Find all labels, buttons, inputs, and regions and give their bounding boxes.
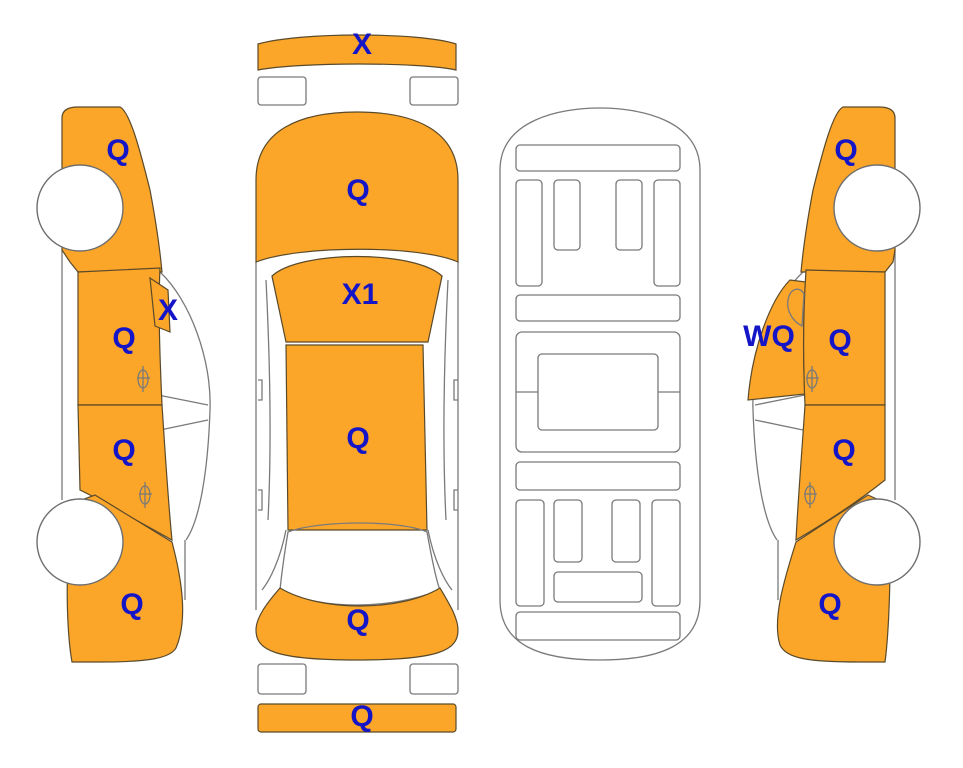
right-front-wheel [833, 164, 921, 252]
top-headlight-left [257, 76, 307, 106]
underside-front-rail-left [515, 179, 543, 287]
left-front-wheel [36, 164, 124, 252]
underside-view [499, 107, 701, 661]
left-pillar-panel[interactable] [149, 276, 171, 333]
underside-rear-bar [515, 611, 681, 641]
top-windshield-label: X1 [342, 278, 379, 311]
left-rear-door-handle-ring [139, 485, 151, 505]
underside-front-box-left [553, 179, 581, 251]
right-rear-door-panel[interactable] [795, 404, 886, 542]
right-rear-door-handle-ring [804, 485, 816, 505]
top-rear-bumper-label: Q [350, 700, 373, 733]
underside-mid-frame [515, 331, 681, 453]
right-front-door-label: Q [828, 324, 851, 357]
top-trunk-label: Q [346, 604, 369, 637]
right-front-door-handle-ring [806, 369, 818, 389]
top-taillight-left [257, 663, 307, 695]
top-view: X Q X1 Q Q Q [255, 28, 459, 733]
left-front-door-handle-ring [137, 369, 149, 389]
left-front-fender-label: Q [106, 134, 129, 167]
left-side-view: Q X Q Q Q [36, 106, 211, 663]
underside-front-bar [515, 144, 681, 172]
underside-rear-box-right [611, 499, 641, 563]
left-front-door-label: Q [112, 322, 135, 355]
right-pillar-label: WQ [743, 320, 795, 353]
underside-front-box-right [615, 179, 643, 251]
left-rear-door-label: Q [112, 434, 135, 467]
left-rear-door-panel[interactable] [77, 404, 173, 542]
underside-body-outline [499, 107, 701, 661]
top-headlight-right [409, 76, 459, 106]
right-rear-quarter-label: Q [818, 588, 841, 621]
underside-rear-box-left [553, 499, 583, 563]
underside-center-box [537, 353, 659, 431]
left-rear-quarter-label: Q [120, 588, 143, 621]
underside-cross-bar-1 [515, 294, 681, 322]
underside-rear-rail-right [651, 499, 681, 607]
right-rear-wheel [833, 498, 921, 586]
underside-rear-tank [553, 571, 643, 603]
top-roof-panel[interactable] [285, 344, 428, 531]
underside-rear-rail-left [515, 499, 545, 607]
top-front-bumper-panel[interactable] [257, 34, 457, 71]
top-rear-bumper-panel[interactable] [257, 703, 457, 733]
underside-cross-bar-2 [515, 461, 681, 491]
top-rear-window [279, 522, 441, 606]
right-rear-door-label: Q [832, 434, 855, 467]
right-mirror [787, 288, 805, 328]
top-taillight-right [409, 663, 459, 695]
underside-front-rail-right [653, 179, 681, 287]
left-rear-wheel [36, 498, 124, 586]
right-side-view: Q WQ Q Q Q [743, 106, 921, 663]
left-body-outline [61, 250, 211, 600]
top-hood-panel[interactable] [255, 111, 459, 263]
top-front-bumper-label: X [352, 28, 372, 61]
right-body-outline [752, 250, 896, 600]
right-front-fender-label: Q [834, 134, 857, 167]
top-hood-label: Q [346, 174, 369, 207]
left-pillar-label: X [158, 294, 178, 327]
top-roof-label: Q [346, 422, 369, 455]
top-trunk-panel[interactable] [255, 587, 459, 661]
top-windshield-panel[interactable] [271, 255, 443, 343]
